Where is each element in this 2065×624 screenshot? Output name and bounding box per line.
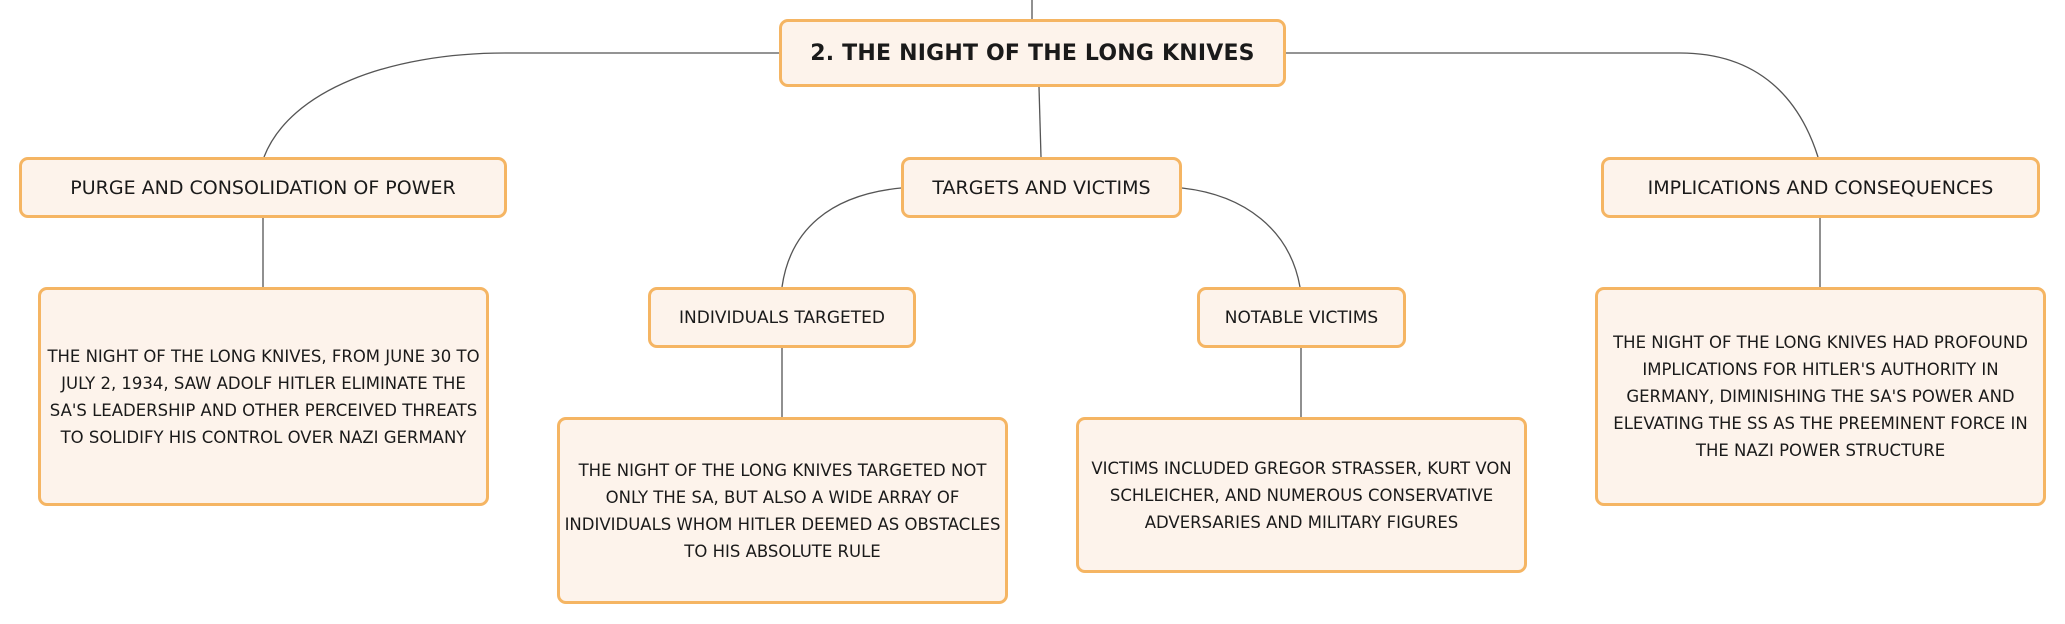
root-node-title[interactable]: 2. THE NIGHT OF THE LONG KNIVES: [779, 19, 1286, 87]
detail-implications-text[interactable]: THE NIGHT OF THE LONG KNIVES HAD PROFOUN…: [1595, 287, 2046, 506]
branch-implications-consequences[interactable]: IMPLICATIONS AND CONSEQUENCES: [1601, 157, 2040, 218]
subtopic-notable-victims[interactable]: NOTABLE VICTIMS: [1197, 287, 1406, 348]
detail-purge-text[interactable]: THE NIGHT OF THE LONG KNIVES, FROM JUNE …: [38, 287, 489, 506]
connector-targets-individuals: [781, 187, 902, 288]
connector-targets-notable: [1181, 187, 1301, 288]
connector-root-targets: [1038, 86, 1042, 158]
branch-purge-consolidation[interactable]: PURGE AND CONSOLIDATION OF POWER: [19, 157, 507, 218]
detail-individuals-text[interactable]: THE NIGHT OF THE LONG KNIVES TARGETED NO…: [557, 417, 1008, 604]
connector-root-purge: [263, 52, 779, 158]
detail-notable-victims-text[interactable]: VICTIMS INCLUDED GREGOR STRASSER, KURT V…: [1076, 417, 1527, 573]
branch-targets-victims[interactable]: TARGETS AND VICTIMS: [901, 157, 1182, 218]
connector-root-impl: [1286, 52, 1819, 158]
subtopic-individuals-targeted[interactable]: INDIVIDUALS TARGETED: [648, 287, 916, 348]
